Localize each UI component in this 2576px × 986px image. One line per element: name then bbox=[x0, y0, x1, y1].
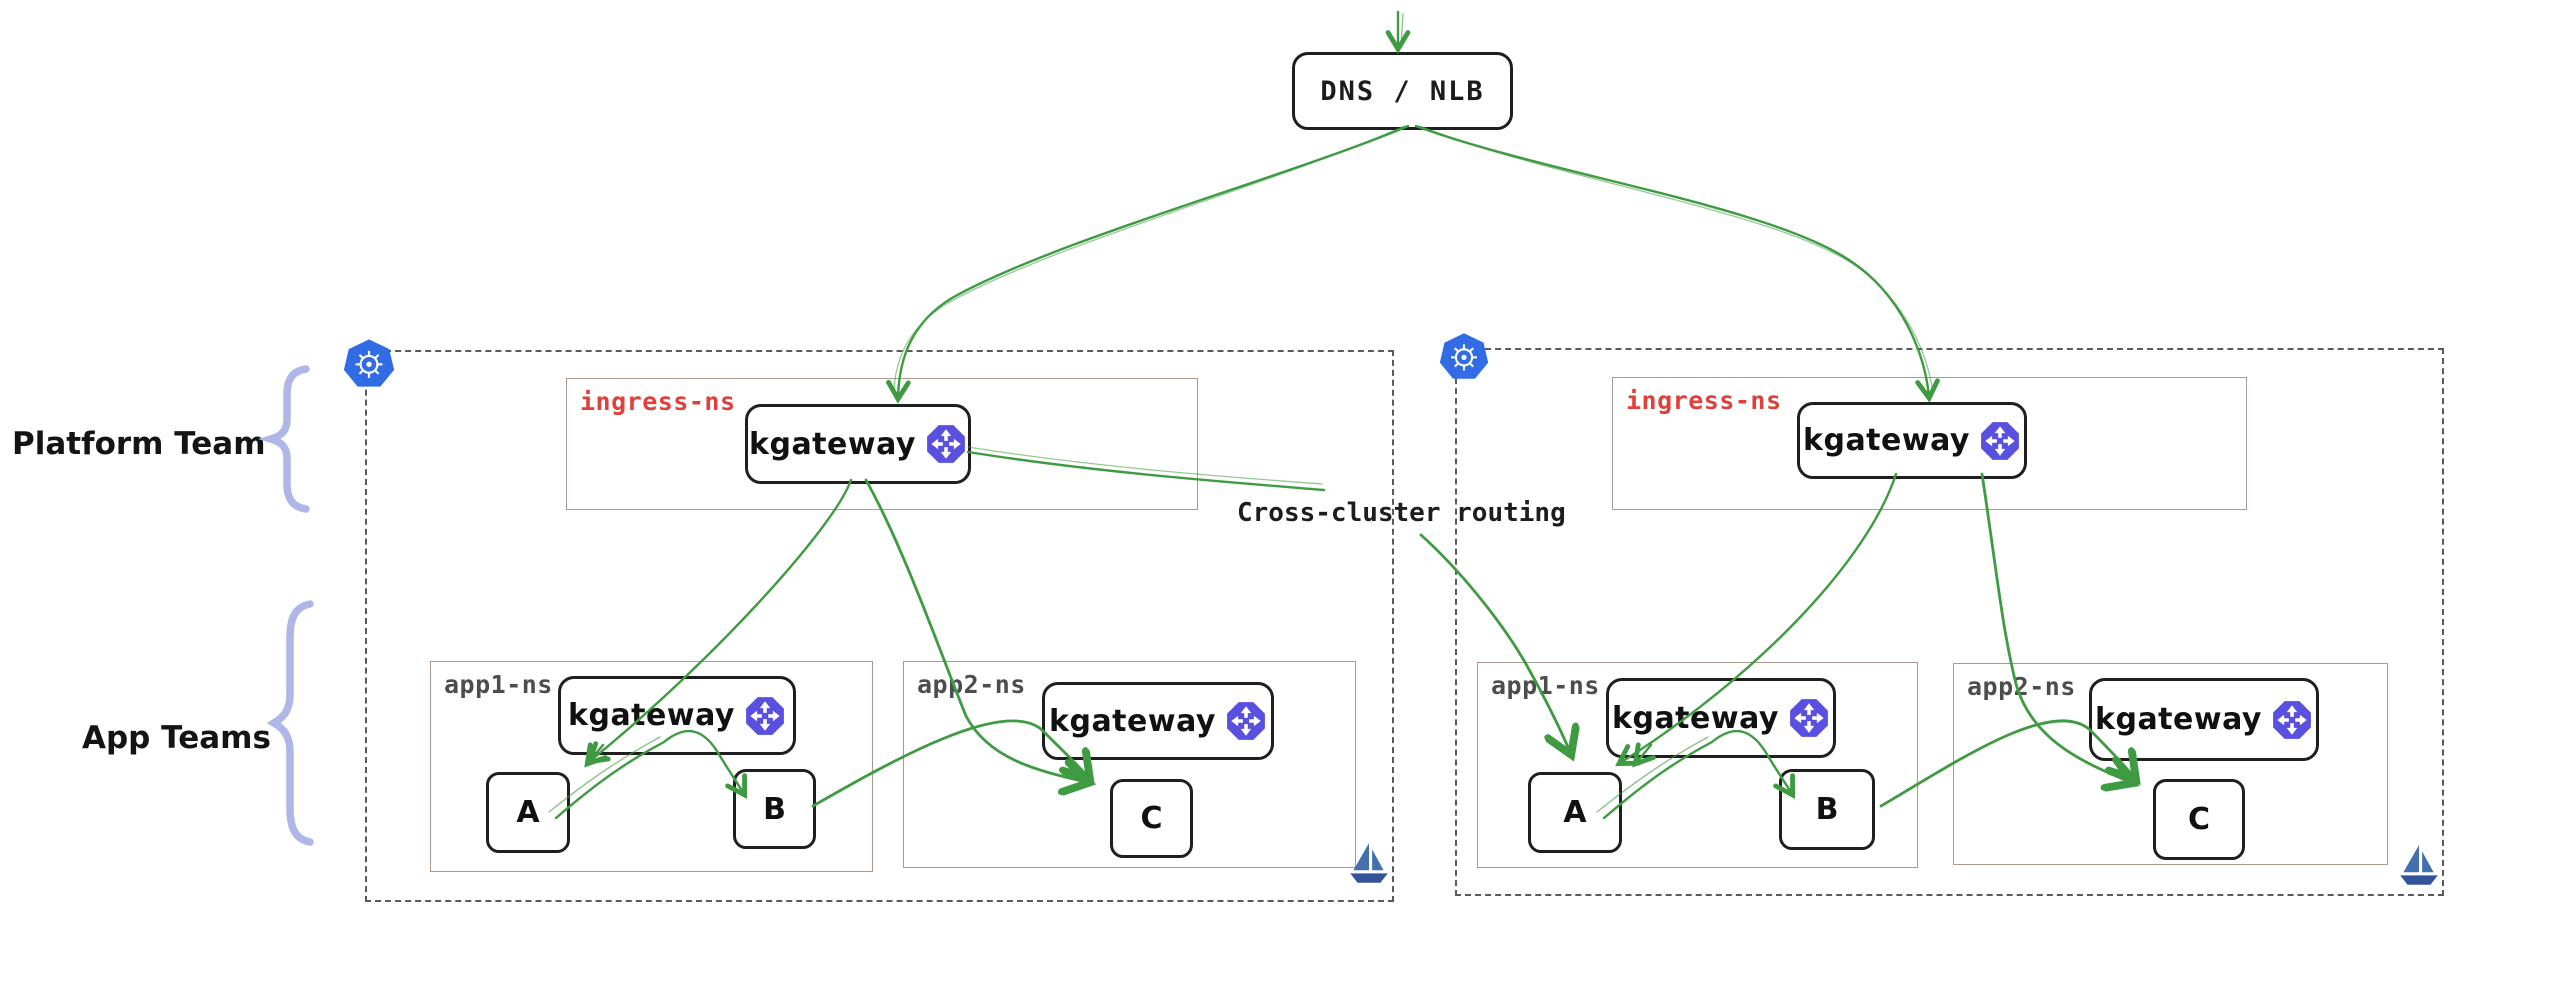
kubernetes-icon bbox=[342, 338, 396, 392]
namespace-label: ingress-ns bbox=[1626, 386, 1782, 415]
service-label: A bbox=[516, 795, 540, 830]
platform-team-brace bbox=[257, 364, 318, 514]
kgateway-label: kgateway bbox=[1803, 423, 1970, 458]
kgateway-logo-icon bbox=[744, 695, 786, 737]
kgateway-logo-icon bbox=[1979, 420, 2021, 462]
kgateway-label: kgateway bbox=[2095, 702, 2262, 737]
service-label: B bbox=[1815, 792, 1839, 827]
cluster-1-boundary bbox=[365, 350, 1394, 902]
service-c-node: C bbox=[2153, 779, 2245, 860]
service-label: A bbox=[1563, 795, 1587, 830]
sailboat-icon bbox=[2396, 842, 2442, 890]
kgateway-logo-icon bbox=[2271, 699, 2313, 741]
kgateway-logo-icon bbox=[925, 423, 967, 465]
service-label: C bbox=[1140, 801, 1163, 836]
namespace-label: app2-ns bbox=[1967, 672, 2076, 701]
app-teams-brace bbox=[262, 598, 322, 848]
cluster-1-app1-kgateway: kgateway bbox=[558, 676, 796, 755]
cluster-1-ingress-kgateway: kgateway bbox=[745, 404, 971, 484]
cluster-2-app2-kgateway: kgateway bbox=[2089, 678, 2319, 761]
cross-cluster-routing-label: Cross-cluster routing bbox=[1237, 498, 1566, 528]
platform-team-label: Platform Team bbox=[12, 426, 266, 462]
namespace-label: app1-ns bbox=[1491, 671, 1600, 700]
service-label: B bbox=[763, 791, 786, 827]
dns-nlb-node: DNS / NLB bbox=[1292, 52, 1513, 130]
dns-nlb-label: DNS / NLB bbox=[1320, 75, 1485, 107]
kgateway-label: kgateway bbox=[1049, 703, 1216, 739]
kgateway-logo-icon bbox=[1225, 700, 1267, 742]
service-c-node: C bbox=[1110, 779, 1193, 858]
kubernetes-icon bbox=[1438, 332, 1490, 384]
service-a-node: A bbox=[486, 772, 570, 853]
service-b-node: B bbox=[1779, 769, 1875, 850]
namespace-label: app1-ns bbox=[444, 670, 553, 699]
service-a-node: A bbox=[1528, 772, 1622, 853]
kgateway-label: kgateway bbox=[749, 426, 916, 462]
cluster-1-app2-kgateway: kgateway bbox=[1042, 682, 1274, 760]
cluster-2-app1-kgateway: kgateway bbox=[1606, 678, 1836, 758]
kgateway-label: kgateway bbox=[568, 698, 735, 733]
namespace-label: app2-ns bbox=[917, 670, 1026, 699]
service-label: C bbox=[2187, 802, 2211, 837]
namespace-label: ingress-ns bbox=[580, 387, 736, 416]
app-teams-label: App Teams bbox=[82, 720, 271, 756]
cluster-2-ingress-kgateway: kgateway bbox=[1797, 402, 2027, 479]
kgateway-label: kgateway bbox=[1612, 700, 1779, 736]
service-b-node: B bbox=[733, 769, 816, 849]
sailboat-icon bbox=[1346, 840, 1392, 888]
kgateway-logo-icon bbox=[1788, 697, 1830, 739]
